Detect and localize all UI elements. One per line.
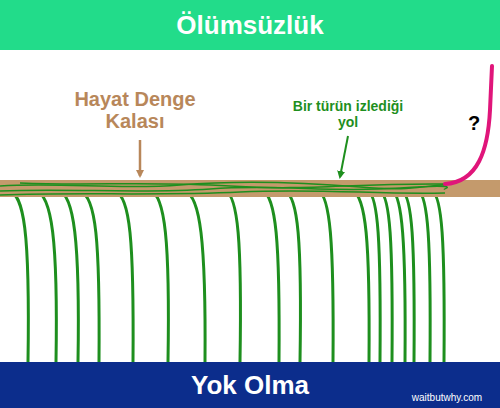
path-label: Bir türün izlediği yol (292, 98, 404, 130)
immortality-band: Ölümsüzlük (0, 0, 500, 50)
leader-arrow (340, 136, 348, 177)
plank-paths (0, 182, 447, 195)
plank-label: Hayat Denge Kalası (60, 88, 210, 132)
band-text: Ölümsüzlük (176, 10, 323, 41)
balance-plank (0, 180, 500, 197)
question-mark: ? (466, 112, 482, 134)
drop-lines (8, 190, 444, 362)
band-text: Yok Olma (191, 370, 309, 401)
escape-path (445, 66, 492, 184)
watermark: waitbutwhy.com (400, 392, 494, 403)
leader-arrow (139, 140, 142, 176)
